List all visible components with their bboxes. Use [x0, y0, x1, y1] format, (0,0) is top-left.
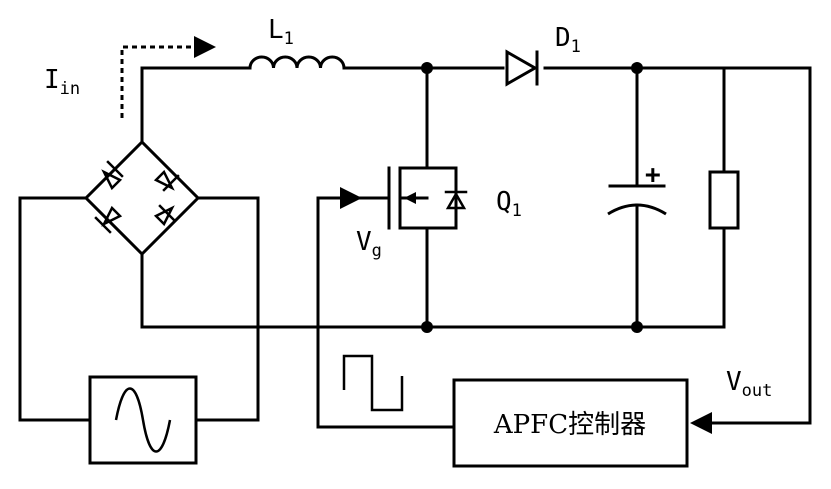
bridge-rectifier — [83, 139, 201, 257]
sine-wave-icon — [114, 387, 172, 453]
gate-drive-wire — [316, 187, 456, 429]
diode-d1 — [505, 49, 539, 87]
apfc-controller-block — [452, 378, 689, 468]
ac-input-wiring — [18, 196, 260, 422]
bridge-diode-bottom-left — [94, 205, 123, 234]
bridge-diode-top-right — [153, 169, 180, 192]
label-iin: Iin — [44, 65, 80, 99]
label-vg: Vg — [356, 227, 382, 261]
input-current-arrow — [120, 36, 216, 118]
bridge-diode-top-left — [101, 160, 124, 191]
label-d1: D1 — [555, 23, 581, 57]
label-vout: Vout — [726, 367, 772, 401]
inductor-l1 — [248, 55, 346, 69]
pwm-square-wave-icon — [342, 354, 404, 412]
bottom-rail — [140, 252, 726, 329]
output-capacitor — [607, 66, 667, 329]
bridge-diode-bottom-right — [153, 204, 176, 227]
load-resistor — [708, 66, 740, 329]
mosfet-q1 — [387, 66, 468, 329]
vout-feedback-wire — [690, 66, 812, 434]
ac-voltage-source — [88, 375, 198, 465]
label-q1: Q1 — [496, 187, 522, 221]
junction-dots — [421, 62, 643, 333]
label-l1: L1 — [268, 15, 294, 49]
controller-label: APFC控制器 — [493, 410, 646, 440]
capacitor-plus-sign: + — [645, 160, 661, 190]
